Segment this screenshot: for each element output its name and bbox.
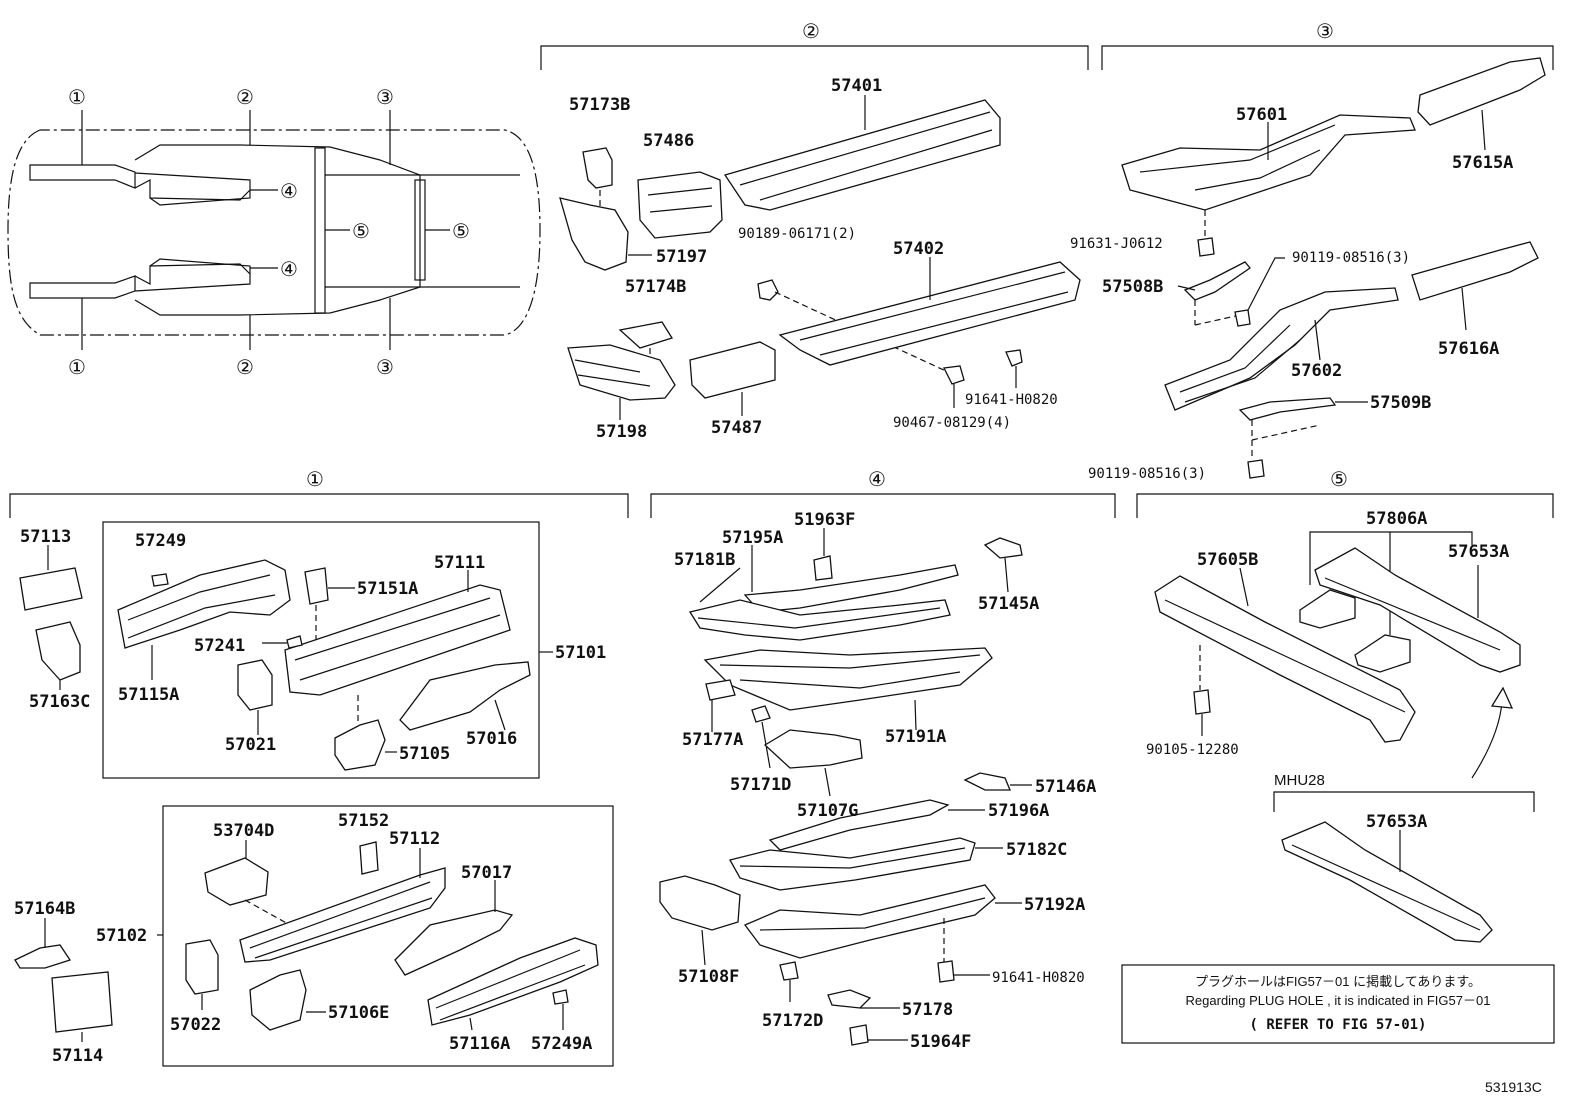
part-57115A: 57115A — [118, 685, 179, 705]
part-57602: 57602 — [1291, 361, 1342, 381]
part-57113: 57113 — [20, 527, 71, 547]
part-57102: 57102 — [96, 926, 147, 946]
part-57145A: 57145A — [978, 594, 1039, 614]
overview-callout-1-top: ① — [68, 85, 86, 109]
part-57615A: 57615A — [1452, 153, 1513, 173]
overview-callout-5-left: ⑤ — [352, 219, 370, 243]
overview-callout-2-bottom: ② — [236, 355, 254, 379]
part-57241: 57241 — [194, 636, 245, 656]
part-51964F: 51964F — [910, 1032, 971, 1052]
part-57601: 57601 — [1236, 105, 1287, 125]
part-57016: 57016 — [466, 729, 517, 749]
part-57605B: 57605B — [1197, 550, 1258, 570]
overview-callout-3-bottom: ③ — [376, 355, 394, 379]
section-1-parts-drawing — [14, 545, 599, 1042]
part-57112: 57112 — [389, 829, 440, 849]
note-line-english: Regarding PLUG HOLE , it is indicated in… — [1186, 993, 1491, 1008]
part-57249A: 57249A — [531, 1034, 592, 1054]
part-57191A: 57191A — [885, 727, 946, 747]
part-57173B: 57173B — [569, 95, 630, 115]
overview-callout-4-top: ④ — [280, 179, 298, 203]
part-57402: 57402 — [893, 239, 944, 259]
part-57022: 57022 — [170, 1015, 221, 1035]
part-57101: 57101 — [555, 643, 606, 663]
part-57182C: 57182C — [1006, 840, 1067, 860]
section-4-label: ④ — [868, 467, 886, 491]
part-57653A: 57653A — [1448, 542, 1509, 562]
part-57114: 57114 — [52, 1046, 103, 1066]
part-57196A: 57196A — [988, 801, 1049, 821]
part-57486: 57486 — [643, 131, 694, 151]
section-4-bracket — [650, 493, 1116, 518]
part-57111: 57111 — [434, 553, 485, 573]
part-57021: 57021 — [225, 735, 276, 755]
part-91641-H0820-b: 91641-H0820 — [992, 970, 1085, 986]
section-2-parts-drawing — [559, 95, 1081, 420]
variant-label-MHU28: MHU28 — [1274, 772, 1325, 789]
part-57106E: 57106E — [328, 1003, 389, 1023]
part-57151A: 57151A — [357, 579, 418, 599]
overview-callout-1-bottom: ① — [68, 355, 86, 379]
part-57653A-lower: 57653A — [1366, 812, 1427, 832]
part-90189-06171: 90189-06171(2) — [738, 226, 856, 242]
section-2-bracket — [540, 45, 1089, 70]
note-line-refer: ( REFER TO FIG 57-01) — [1249, 1017, 1426, 1033]
part-57116A: 57116A — [449, 1034, 510, 1054]
section-5-parts-drawing — [1154, 531, 1535, 943]
part-57195A: 57195A — [722, 528, 783, 548]
part-57174B: 57174B — [625, 277, 686, 297]
section-3-label: ③ — [1316, 19, 1334, 43]
part-57197: 57197 — [656, 247, 707, 267]
part-57163C: 57163C — [29, 692, 90, 712]
part-57164B: 57164B — [14, 899, 75, 919]
part-57508B: 57508B — [1102, 277, 1163, 297]
overview-callout-4-bottom: ④ — [280, 257, 298, 281]
note-line-japanese: プラグホールはFIG57－01 に掲載してあります。 — [1195, 974, 1481, 989]
overview-frame-diagram — [7, 110, 541, 350]
part-57172D: 57172D — [762, 1011, 823, 1031]
part-90119-08516-a: 90119-08516(3) — [1292, 250, 1410, 266]
part-57171D: 57171D — [730, 775, 791, 795]
part-53704D: 53704D — [213, 821, 274, 841]
part-57177A: 57177A — [682, 730, 743, 750]
part-57249: 57249 — [135, 531, 186, 551]
part-90467-08129: 90467-08129(4) — [893, 415, 1011, 431]
figure-id: 531913C — [1485, 1079, 1542, 1095]
part-57401: 57401 — [831, 76, 882, 96]
part-57192A: 57192A — [1024, 895, 1085, 915]
overview-callout-2-top: ② — [236, 85, 254, 109]
part-57178: 57178 — [902, 1000, 953, 1020]
section-5-label: ⑤ — [1330, 467, 1348, 491]
part-91631-J0612: 91631-J0612 — [1070, 236, 1163, 252]
part-57152: 57152 — [338, 811, 389, 831]
part-51963F: 51963F — [794, 510, 855, 530]
part-90119-08516-b: 90119-08516(3) — [1088, 466, 1206, 482]
part-57146A: 57146A — [1035, 777, 1096, 797]
overview-callout-3-top: ③ — [376, 85, 394, 109]
part-57806A: 57806A — [1366, 509, 1427, 529]
part-57509B: 57509B — [1370, 393, 1431, 413]
overview-callout-5-right: ⑤ — [452, 219, 470, 243]
part-57181B: 57181B — [674, 550, 735, 570]
part-57108F: 57108F — [678, 967, 739, 987]
section-3-bracket — [1101, 45, 1554, 70]
part-91641-H0820-a: 91641-H0820 — [965, 392, 1058, 408]
section-3-parts-drawing — [1121, 57, 1546, 479]
part-57198: 57198 — [596, 422, 647, 442]
reference-note-box — [1121, 964, 1555, 1044]
part-57616A: 57616A — [1438, 339, 1499, 359]
section-5-bracket — [1136, 493, 1554, 518]
part-57105: 57105 — [399, 744, 450, 764]
part-57107G: 57107G — [797, 801, 858, 821]
part-57017: 57017 — [461, 863, 512, 883]
section-4-parts-drawing — [659, 528, 1032, 1046]
section-1-label: ① — [306, 467, 324, 491]
section-2-label: ② — [802, 19, 820, 43]
section-1-bracket — [9, 493, 629, 1067]
part-90105-12280: 90105-12280 — [1146, 742, 1239, 758]
part-57487: 57487 — [711, 418, 762, 438]
